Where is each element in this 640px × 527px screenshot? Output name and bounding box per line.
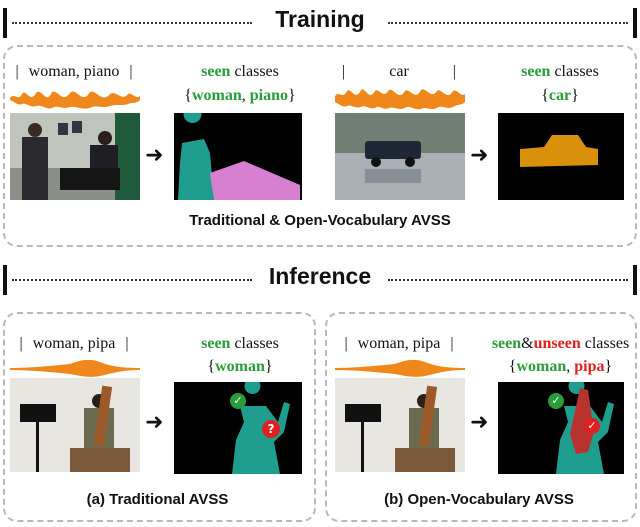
open-vocab-panel xyxy=(325,312,637,522)
seen-unseen-classes-label-b: seen&unseen classes xyxy=(491,335,630,352)
segmentation-mask-woman-piano xyxy=(174,113,302,200)
segmentation-mask-car xyxy=(498,113,624,200)
open-vocab-caption: (b) Open-Vocabulary AVSS xyxy=(384,491,574,508)
seen-classes-label-2: seen classes xyxy=(521,63,599,80)
training-title: Training xyxy=(275,6,365,32)
seen-classes-set-a: {woman} xyxy=(207,358,273,375)
audio-waveform-2 xyxy=(335,89,465,110)
training-right-dots xyxy=(388,22,628,24)
photo-woman-piano xyxy=(10,113,140,200)
arrow-right-4: ➜ xyxy=(470,410,489,435)
inference-right-bar xyxy=(633,265,637,295)
traditional-caption: (a) Traditional AVSS xyxy=(86,491,229,508)
traditional-panel xyxy=(3,312,316,522)
seen-classes-set-2: {car} xyxy=(541,87,579,104)
photo-woman-pipa-b xyxy=(335,378,465,472)
photo-car xyxy=(335,113,465,200)
training-left-dots xyxy=(12,22,252,24)
arrow-right-2: ➜ xyxy=(470,143,489,168)
check-icon-pipa: ✓ xyxy=(584,418,600,434)
inference-title: Inference xyxy=(268,263,372,289)
inference-right-dots xyxy=(388,279,628,281)
audio-waveform-3 xyxy=(10,359,140,377)
photo-woman-pipa-a xyxy=(10,378,140,472)
seen-classes-set-1: {woman, piano} xyxy=(184,87,296,104)
audio-label-car: | car | xyxy=(342,63,456,80)
audio-label-woman-pipa-a: | woman, pipa | xyxy=(19,335,129,352)
seen-unseen-classes-set-b: {woman, pipa} xyxy=(508,358,613,375)
training-panel xyxy=(3,45,637,247)
seen-classes-label-1: seen classes xyxy=(201,63,279,80)
audio-waveform-4 xyxy=(335,359,465,377)
arrow-right-3: ➜ xyxy=(145,410,164,435)
audio-label-woman-pipa-b: | woman, pipa | xyxy=(344,335,454,352)
inference-left-dots xyxy=(12,279,252,281)
training-right-bar xyxy=(633,8,637,38)
check-icon: ✓ xyxy=(230,393,246,409)
segmentation-mask-b xyxy=(498,382,624,474)
audio-waveform-1 xyxy=(10,91,140,109)
audio-label-woman-piano: | woman, piano | xyxy=(15,63,133,80)
arrow-right-1: ➜ xyxy=(145,143,164,168)
seen-classes-label-a: seen classes xyxy=(201,335,279,352)
question-icon: ? xyxy=(262,420,280,438)
training-caption: Traditional & Open-Vocabulary AVSS xyxy=(189,212,451,229)
inference-left-bar xyxy=(3,265,7,295)
check-icon-woman: ✓ xyxy=(548,393,564,409)
training-left-bar xyxy=(3,8,7,38)
